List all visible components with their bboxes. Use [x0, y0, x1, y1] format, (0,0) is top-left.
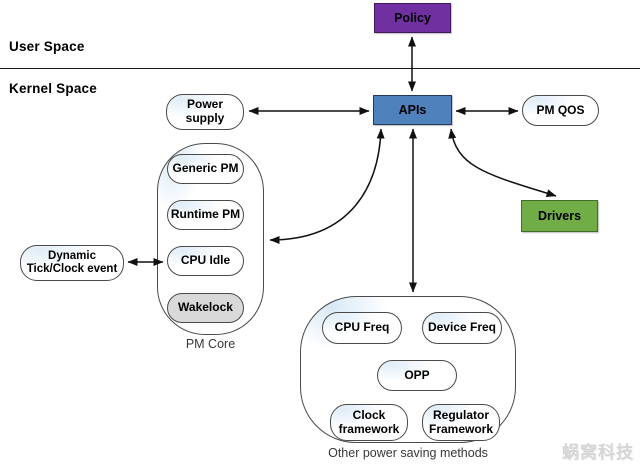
watermark: 蜗窝科技	[562, 443, 634, 462]
arrow-apis-pm-core	[269, 128, 385, 244]
arrow-apis-drivers	[448, 128, 557, 197]
regulator-framework-node: Regulator Framework	[422, 404, 500, 441]
clock-framework-node: Clock framework	[330, 404, 408, 441]
generic-pm-node: Generic PM	[167, 154, 244, 184]
device-freq-node: Device Freq	[422, 312, 502, 344]
apis-node: APIs	[373, 95, 452, 125]
kernel-space-label: Kernel Space	[9, 81, 97, 96]
wakelock-node: Wakelock	[167, 293, 244, 323]
dynamic-tick-clock-event-node: Dynamic Tick/Clock event	[20, 245, 124, 281]
drivers-node: Drivers	[521, 200, 598, 232]
cpu-freq-node: CPU Freq	[322, 312, 402, 344]
pm-qos-node: PM QOS	[522, 95, 599, 126]
opp-node: OPP	[377, 360, 457, 391]
user-kernel-divider	[0, 68, 640, 69]
other-methods-caption: Other power saving methods	[328, 446, 488, 460]
policy-node: Policy	[374, 3, 451, 33]
power-supply-node: Power supply	[166, 94, 244, 130]
runtime-pm-node: Runtime PM	[167, 200, 244, 230]
user-space-label: User Space	[9, 39, 85, 54]
pm-core-caption: PM Core	[185, 337, 236, 351]
cpu-idle-node: CPU Idle	[167, 246, 244, 276]
